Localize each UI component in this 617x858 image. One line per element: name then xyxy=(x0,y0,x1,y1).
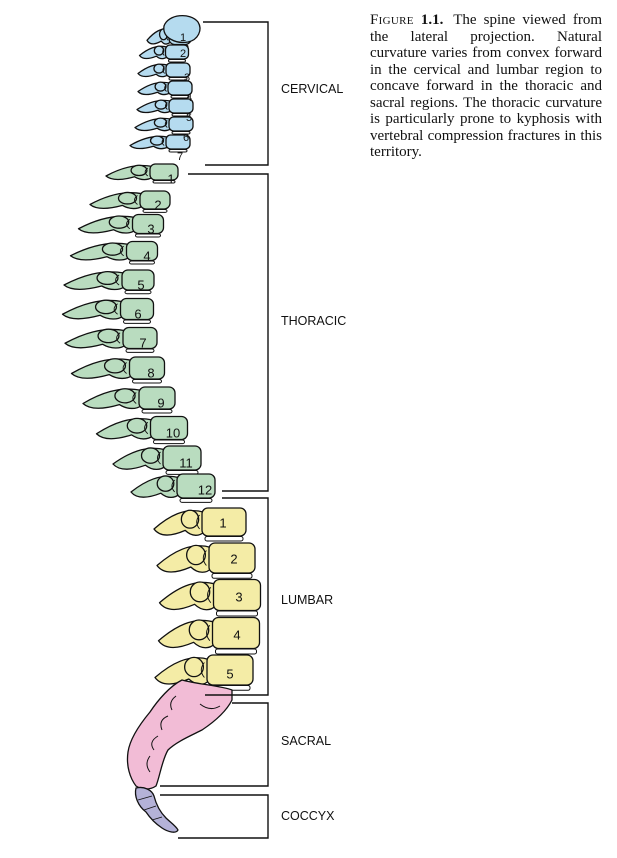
thoracic-vertebra-9 xyxy=(82,386,176,414)
thoracic-vertebra-8 xyxy=(70,356,166,384)
figure-number: 1.1. xyxy=(420,12,444,28)
cervical-bracket xyxy=(203,21,269,166)
thoracic-vertebra-number-12: 12 xyxy=(198,482,212,497)
figure-label: Figure xyxy=(370,12,414,28)
coccyx-bracket xyxy=(160,794,269,839)
coccyx-label: COCCYX xyxy=(281,809,335,823)
lumbar-vertebra-5 xyxy=(154,654,254,691)
thoracic-vertebra-number-7: 7 xyxy=(139,335,146,350)
lumbar-vertebra-2 xyxy=(156,542,256,579)
lumbar-label: LUMBAR xyxy=(281,593,333,607)
cervical-vertebra-7 xyxy=(129,134,191,153)
caption-text: The spine viewed from the lateral projec… xyxy=(370,12,602,160)
thoracic-vertebra-number-8: 8 xyxy=(147,365,154,380)
cervical-vertebra-number-1: 1 xyxy=(180,32,186,44)
cervical-vertebra-6 xyxy=(134,116,194,135)
lumbar-vertebra-number-2: 2 xyxy=(230,551,237,566)
cervical-label: CERVICAL xyxy=(281,82,343,96)
thoracic-vertebra-number-5: 5 xyxy=(137,277,144,292)
sacral-bracket xyxy=(160,702,269,787)
lumbar-vertebra-1 xyxy=(153,507,247,542)
cervical-vertebra-number-4: 4 xyxy=(186,92,192,104)
cervical-vertebra-number-7: 7 xyxy=(177,151,183,163)
cervical-vertebra-number-5: 5 xyxy=(186,112,192,124)
cervical-vertebra-5 xyxy=(136,98,194,117)
cervical-vertebra-number-3: 3 xyxy=(184,72,190,84)
thoracic-vertebra-2 xyxy=(89,190,171,213)
coccyx xyxy=(134,786,179,833)
lumbar-vertebra-number-3: 3 xyxy=(235,589,242,604)
atlas-cap xyxy=(163,15,201,44)
thoracic-vertebra-1 xyxy=(105,163,179,184)
figure-caption: Figure 1.1. The spine viewed from the la… xyxy=(370,12,602,161)
lumbar-vertebra-3 xyxy=(158,578,262,617)
lumbar-vertebra-number-4: 4 xyxy=(233,627,240,642)
thoracic-vertebra-number-4: 4 xyxy=(143,248,150,263)
cervical-vertebra-number-2: 2 xyxy=(180,48,186,60)
thoracic-vertebra-number-9: 9 xyxy=(157,395,164,410)
lumbar-vertebra-number-5: 5 xyxy=(226,666,233,681)
sacrum xyxy=(126,679,233,790)
thoracic-bracket xyxy=(188,173,269,492)
vertebrae-layer xyxy=(61,15,262,691)
thoracic-label: THORACIC xyxy=(281,314,346,328)
thoracic-vertebra-6 xyxy=(61,297,155,324)
thoracic-vertebra-12 xyxy=(130,473,216,503)
lumbar-bracket xyxy=(205,497,269,696)
cervical-vertebra-3 xyxy=(137,62,191,81)
lumbar-vertebra-4 xyxy=(157,616,261,655)
thoracic-vertebra-number-2: 2 xyxy=(154,197,161,212)
cervical-vertebra-2 xyxy=(138,44,190,63)
cervical-vertebra-4 xyxy=(137,80,193,99)
cervical-vertebra-number-6: 6 xyxy=(183,132,189,144)
thoracic-vertebra-number-1: 1 xyxy=(167,171,174,186)
thoracic-vertebra-number-3: 3 xyxy=(147,221,154,236)
thoracic-vertebra-4 xyxy=(69,240,159,265)
sacral-label: SACRAL xyxy=(281,734,331,748)
coccyx-segments xyxy=(137,795,163,821)
sacrum-layer xyxy=(126,679,233,833)
sacrum-detail xyxy=(146,695,221,773)
thoracic-vertebra-10 xyxy=(95,415,189,445)
thoracic-vertebra-5 xyxy=(63,269,155,295)
thoracic-vertebra-number-10: 10 xyxy=(166,425,180,440)
thoracic-vertebra-7 xyxy=(64,326,158,353)
thoracic-vertebra-number-6: 6 xyxy=(134,306,141,321)
lumbar-vertebra-number-1: 1 xyxy=(219,515,226,530)
thoracic-vertebra-3 xyxy=(77,213,165,238)
thoracic-vertebra-number-11: 11 xyxy=(179,455,193,470)
